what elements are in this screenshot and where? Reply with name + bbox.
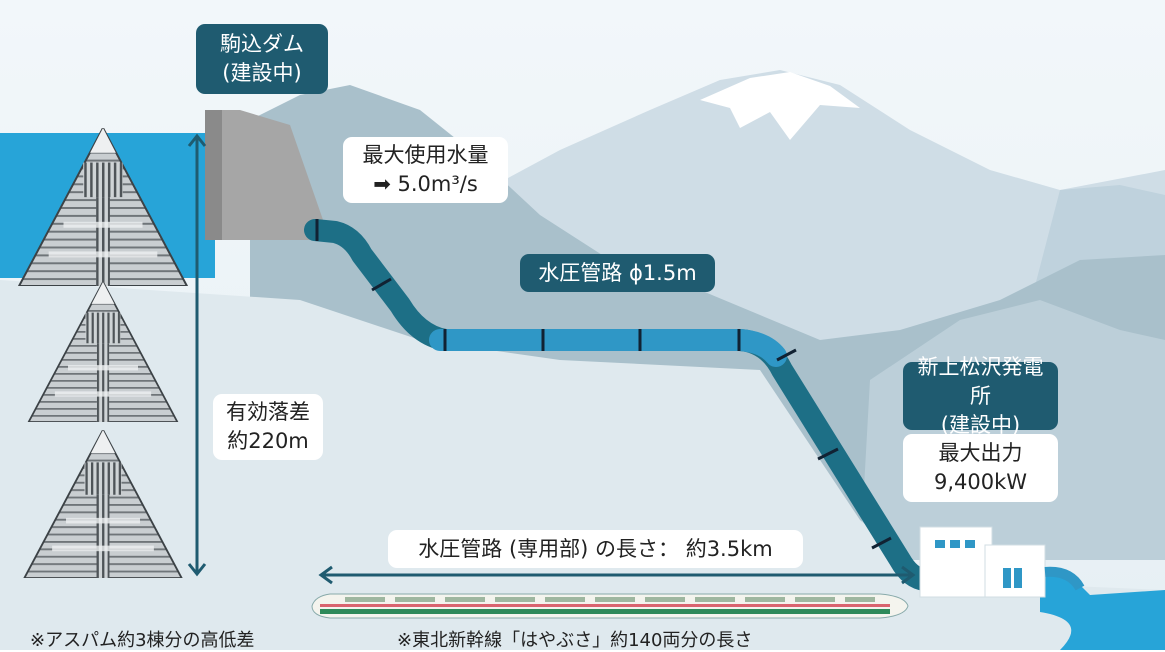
penstock-text: 水圧管路 ϕ1.5m [538,260,697,285]
head-line2: 約220m [227,429,309,453]
flow-label: 最大使用水量 ➡ 5.0m³/s [343,137,508,203]
river-water [1040,573,1165,650]
output-value: 9,400kW [933,470,1028,494]
penstock-label: 水圧管路 ϕ1.5m [520,254,715,292]
length-text: 水圧管路 (専用部) の長さ： 約3.5km [418,536,773,561]
dam-status: (建設中) [222,61,302,85]
output-label: 最大出力 9,400kW [903,434,1058,502]
flow-title: 最大使用水量 [362,143,489,167]
train-note: ※東北新幹線「はやぶさ」約140両分の長さ [397,630,753,651]
shinkansen-train-icon [311,593,909,619]
plant-name: 新上松沢発電所 [917,354,1044,408]
length-arrow [318,565,916,585]
head-line1: 有効落差 [226,400,310,424]
plant-label: 新上松沢発電所 (建設中) [903,355,1058,437]
output-title: 最大出力 [938,441,1023,465]
height-note: ※アスパム約3棟分の高低差 [30,630,255,651]
flow-value-row: ➡ 5.0m³/s [373,170,478,199]
head-height-arrow [187,133,207,577]
dam-label: 駒込ダム (建設中) [196,24,328,94]
power-station [919,526,1085,598]
dam-name: 駒込ダム [220,32,304,56]
dam-body [205,110,330,240]
right-arrow-icon: ➡ [373,172,398,196]
pipe-joints [315,219,892,550]
head-label: 有効落差 約220m [213,394,323,460]
flow-value: 5.0m³/s [397,172,478,196]
length-label: 水圧管路 (専用部) の長さ： 約3.5km [388,530,803,568]
plant-status: (建設中) [940,412,1021,437]
